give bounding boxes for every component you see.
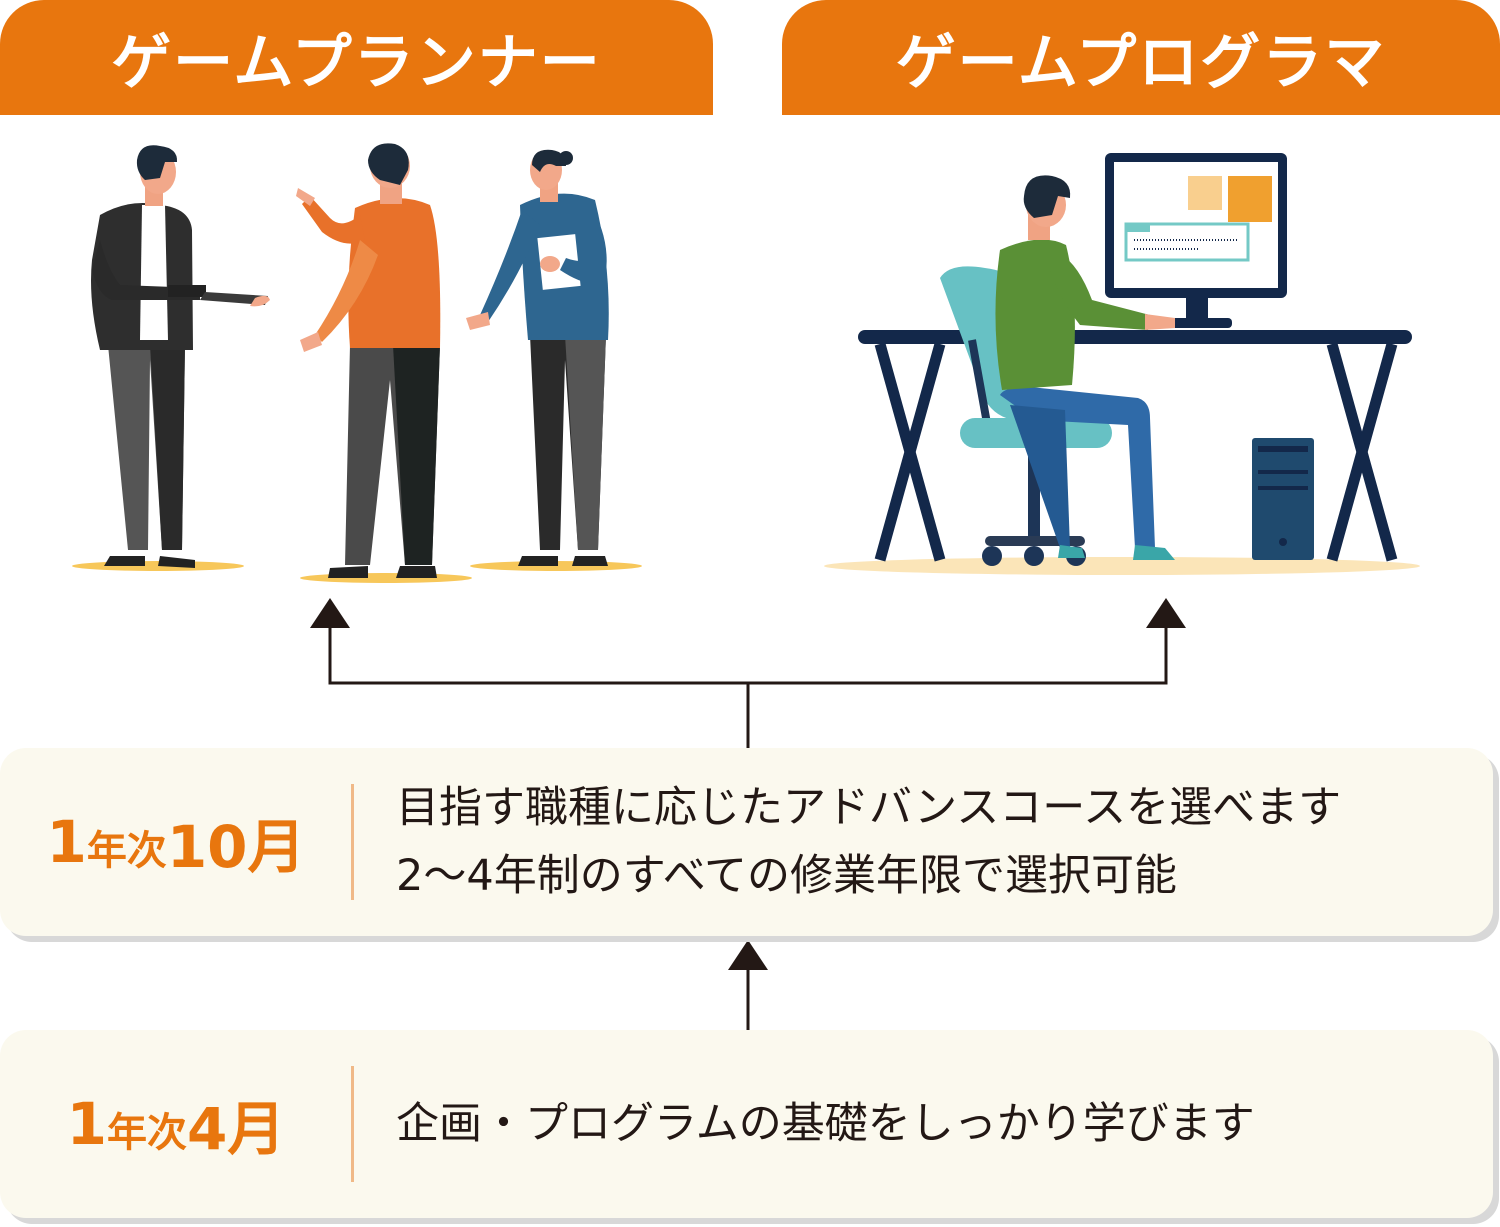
period-month: 4月 (187, 1095, 286, 1163)
monitor-icon (1105, 153, 1287, 328)
arrow-up-icon (728, 940, 768, 970)
person-black-jacket (91, 145, 270, 568)
description-line-1: 企画・プログラムの基礎をしっかり学びます (396, 1099, 1255, 1149)
person-blue-top (466, 149, 609, 566)
step-description: 目指す職種に応じたアドバンスコースを選べます 2〜4年制のすべての修業年限で選択… (396, 748, 1341, 936)
step-description: 企画・プログラムの基礎をしっかり学びます (396, 1030, 1255, 1218)
period-year-number: 1 (46, 808, 87, 876)
arrow-up-icon (310, 598, 350, 628)
people-meeting-illustration (72, 143, 642, 583)
period-year-number: 1 (66, 1090, 107, 1158)
programmer-heading: ゲームプログラマ (782, 0, 1500, 115)
arrow-up-icon (1146, 598, 1186, 628)
pc-tower-icon (1252, 438, 1314, 560)
person-orange-sweater (296, 143, 441, 578)
period-month: 10月 (166, 813, 306, 881)
programmer-at-desk-illustration (824, 153, 1420, 575)
planner-heading: ゲームプランナー (0, 0, 713, 115)
connector-arrows (310, 598, 1186, 1030)
period-year-unit: 年次 (86, 828, 167, 874)
divider (351, 784, 354, 900)
person-programmer (995, 175, 1175, 560)
period-year-unit: 年次 (107, 1110, 187, 1156)
description-line-1: 目指す職種に応じたアドバンスコースを選べます (396, 783, 1342, 833)
divider (351, 1066, 354, 1182)
description-line-2: 2〜4年制のすべての修業年限で選択可能 (396, 851, 1177, 901)
